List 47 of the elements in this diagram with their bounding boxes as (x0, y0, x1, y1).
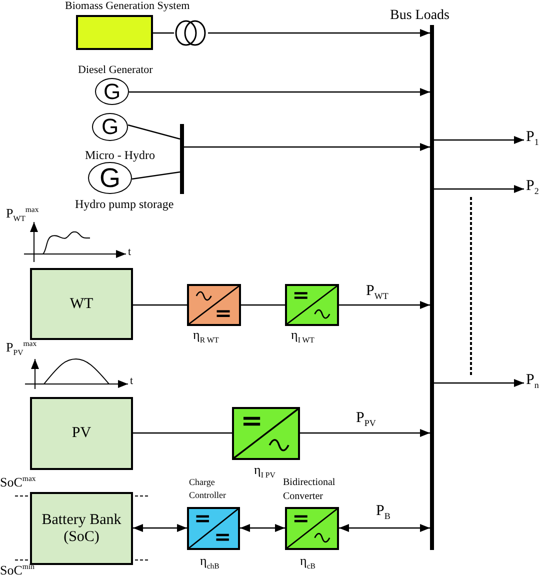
busbar-label: Bus Loads (390, 8, 450, 24)
source-box: WT (30, 268, 133, 340)
connector-line (241, 304, 285, 306)
connector-line (133, 432, 232, 434)
busbar (180, 124, 184, 194)
load-label: P$_{n}$ (526, 372, 539, 391)
arrow (129, 88, 430, 96)
axis-label: t (128, 246, 132, 258)
arrow (434, 185, 524, 193)
limit-label: SoC$^{max}$ (0, 475, 36, 490)
load-label: P$_{2}$ (526, 178, 539, 197)
generator-circle: G (95, 78, 129, 105)
arrow (240, 524, 285, 532)
arrow (434, 379, 524, 387)
efficiency-label: η$_{R WT}$ (193, 328, 219, 346)
node-label: Biomass Generation System (65, 0, 190, 12)
connector-line (133, 304, 187, 306)
arrow (184, 143, 430, 151)
arrow (339, 301, 430, 309)
axis-label: t (130, 375, 134, 388)
arrow (434, 136, 524, 144)
arrow (339, 524, 430, 532)
efficiency-label: η$_{I PV}$ (254, 463, 276, 480)
efficiency-label: η$_{chB}$ (200, 554, 220, 572)
node-label: Hydro pump storage (75, 198, 174, 212)
arrow (300, 429, 430, 437)
generator-circle: G (92, 113, 128, 141)
generator-label: Micro - Hydro (85, 149, 155, 162)
node-label: Diesel Generator (78, 64, 153, 76)
edge-label: P$_{PV}$ (356, 410, 376, 429)
source-box: Battery Bank (SoC) (30, 492, 133, 565)
source-box: PV (30, 397, 133, 470)
node-label: Charge Controller (189, 476, 227, 502)
arrow (133, 524, 187, 532)
node-label: Bidirectional Converter (283, 476, 336, 504)
limit-label: SoC$^{min}$ (0, 563, 35, 578)
efficiency-label: η$_{cB}$ (300, 554, 316, 572)
connector-line (132, 171, 180, 180)
connector-line (128, 124, 180, 140)
arrow (208, 29, 430, 37)
transformer-icon (174, 20, 208, 46)
load-label: P$_{1}$ (526, 129, 539, 148)
efficiency-label: η$_{I WT}$ (291, 328, 314, 346)
edge-label: P$_{B}$ (376, 503, 390, 522)
edge-label: P$_{WT}$ (366, 283, 388, 302)
generator-circle: G (88, 162, 132, 194)
connector-line (153, 32, 174, 34)
